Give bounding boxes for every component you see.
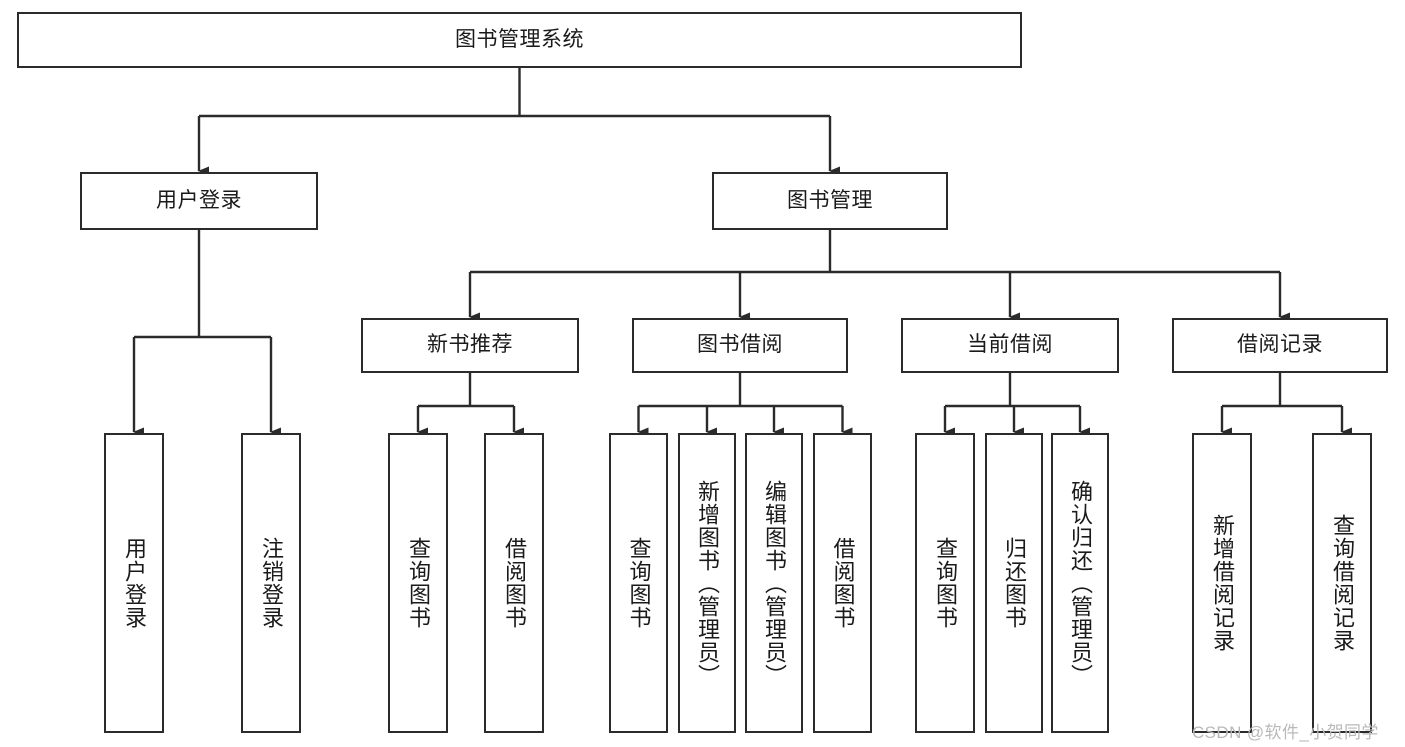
node-root[interactable]: 图书管理系统 xyxy=(17,12,1022,68)
node-label: 图书借阅 xyxy=(697,333,783,357)
node-label: 编辑图书（管理员） xyxy=(761,479,787,687)
node-label: 查询借阅记录 xyxy=(1329,514,1355,652)
node-l-user-login[interactable]: 用户登录 xyxy=(104,433,164,733)
node-label: 新书推荐 xyxy=(427,333,513,357)
node-l-cur-return[interactable]: 归还图书 xyxy=(985,433,1043,733)
node-n-current-borrow[interactable]: 当前借阅 xyxy=(901,318,1119,373)
node-label: 图书管理 xyxy=(787,188,873,212)
node-n-borrow-record[interactable]: 借阅记录 xyxy=(1172,318,1388,373)
node-label: 查询图书 xyxy=(626,537,652,629)
node-label: 确认归还（管理员） xyxy=(1067,479,1093,687)
node-l-rec-add[interactable]: 新增借阅记录 xyxy=(1192,433,1252,733)
node-l-rec-borrow[interactable]: 借阅图书 xyxy=(484,433,544,733)
node-label: 查询图书 xyxy=(405,537,431,629)
node-l-rec-query[interactable]: 查询图书 xyxy=(388,433,448,733)
node-label: 新增借阅记录 xyxy=(1209,514,1235,652)
node-l-brw-edit[interactable]: 编辑图书（管理员） xyxy=(745,433,803,733)
node-label: 当前借阅 xyxy=(967,333,1053,357)
node-l-rec-query2[interactable]: 查询借阅记录 xyxy=(1312,433,1372,733)
node-label: 注销登录 xyxy=(258,537,284,629)
node-l-brw-query[interactable]: 查询图书 xyxy=(609,433,668,733)
node-n-new-book-rec[interactable]: 新书推荐 xyxy=(361,318,579,373)
node-n-book-borrow[interactable]: 图书借阅 xyxy=(632,318,848,373)
node-l-cur-confirm[interactable]: 确认归还（管理员） xyxy=(1051,433,1109,733)
csdn-watermark: CSDN @软件_小贺同学 xyxy=(1192,723,1379,742)
node-label: 图书管理系统 xyxy=(455,27,584,51)
node-label: 用户登录 xyxy=(121,537,147,629)
node-l-brw-add[interactable]: 新增图书（管理员） xyxy=(678,433,736,733)
node-l-user-logout[interactable]: 注销登录 xyxy=(241,433,301,733)
node-label: 借阅记录 xyxy=(1237,333,1323,357)
node-n-book-mgmt[interactable]: 图书管理 xyxy=(712,172,948,230)
node-l-brw-lend[interactable]: 借阅图书 xyxy=(813,433,872,733)
node-label: 新增图书（管理员） xyxy=(694,479,720,687)
node-label: 用户登录 xyxy=(156,188,242,212)
node-label: 借阅图书 xyxy=(501,537,527,629)
node-label: 归还图书 xyxy=(1001,537,1027,629)
node-label: 查询图书 xyxy=(932,537,958,629)
node-label: 借阅图书 xyxy=(830,537,856,629)
node-l-cur-query[interactable]: 查询图书 xyxy=(915,433,975,733)
node-n-user-login[interactable]: 用户登录 xyxy=(80,172,318,230)
